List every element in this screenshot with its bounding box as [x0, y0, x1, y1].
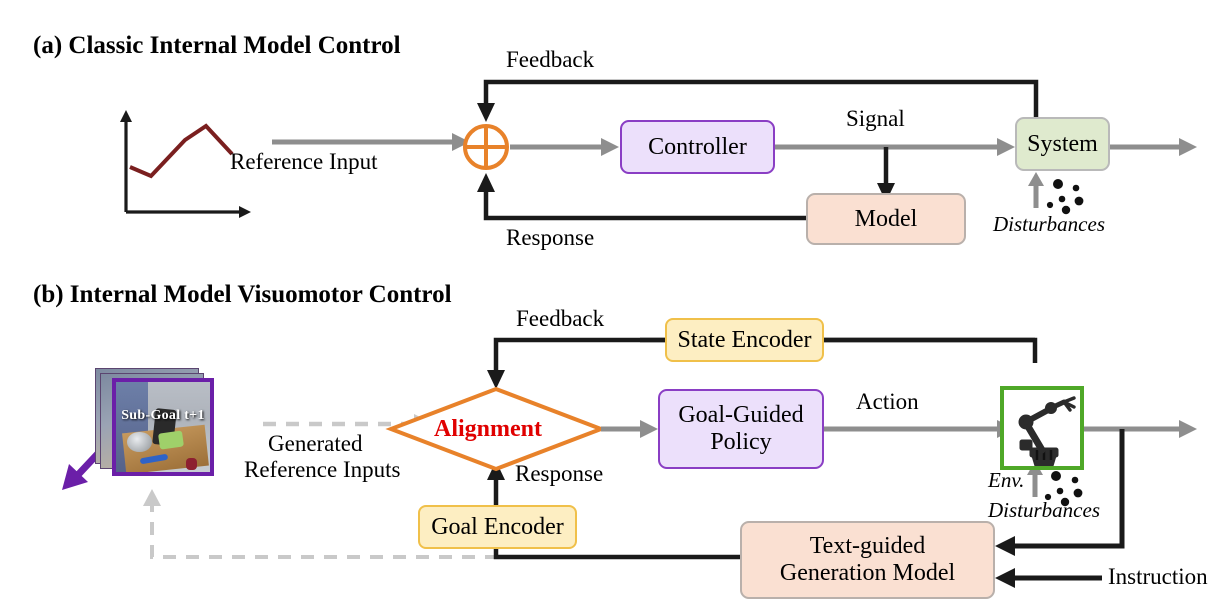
subgoal-caption: Sub-Goal t+1 — [121, 408, 205, 423]
label-action: Action — [856, 389, 919, 414]
label-generated-reference-line1: Generated — [268, 431, 363, 456]
arrow-response-a — [477, 173, 806, 221]
label-generated-reference-line2: Reference Inputs — [244, 457, 401, 482]
arrow-instruction — [995, 568, 1102, 588]
label-disturbances-b: Disturbances — [988, 498, 1100, 522]
robot-arm-icon — [1018, 396, 1076, 466]
subgoal-image-stack[interactable]: Sub-Goal t+1 — [95, 368, 230, 480]
label-signal: Signal — [846, 106, 905, 131]
policy-line2: Policy — [710, 429, 772, 455]
block-goal-encoder[interactable]: Goal Encoder — [418, 505, 577, 549]
label-feedback-a: Feedback — [506, 47, 595, 72]
block-alignment-label[interactable]: Alignment — [434, 416, 542, 442]
arrow-sum-to-controller — [510, 138, 619, 156]
arrow-feedback-a — [477, 79, 1039, 122]
robot-arm-box[interactable] — [1000, 386, 1084, 470]
arrow-action — [824, 420, 1015, 438]
arrow-controller-to-system — [775, 138, 1015, 156]
arrow-robot-output — [1083, 420, 1197, 438]
panel-b-title: (b) Internal Model Visuomotor Control — [33, 281, 452, 308]
generation-line1: Text-guided — [809, 533, 926, 560]
panel-a-title: (a) Classic Internal Model Control — [33, 32, 401, 59]
sum-junction-icon — [463, 124, 509, 170]
block-goal-guided-policy[interactable]: Goal-Guided Policy — [658, 389, 824, 469]
chart-series-line — [129, 123, 234, 179]
label-instruction: Instruction — [1108, 564, 1208, 589]
block-model[interactable]: Model — [806, 193, 966, 245]
disturbance-dots-icon — [1046, 179, 1084, 215]
label-response-a: Response — [506, 225, 595, 250]
arrow-disturbances-a — [1028, 172, 1044, 208]
label-env: Env. — [988, 468, 1025, 492]
label-response-b: Response — [515, 461, 604, 486]
generation-line2: Generation Model — [779, 560, 956, 586]
label-feedback-b: Feedback — [516, 306, 605, 331]
arrow-system-output — [1110, 138, 1197, 156]
subgoal-frame-main[interactable]: Sub-Goal t+1 — [112, 378, 214, 476]
block-system[interactable]: System — [1015, 117, 1110, 171]
label-disturbances-a: Disturbances — [993, 212, 1105, 236]
policy-line1: Goal-Guided — [678, 402, 804, 429]
block-state-encoder[interactable]: State Encoder — [665, 318, 824, 362]
arrow-alignment-to-policy — [601, 420, 658, 438]
block-text-guided-generation[interactable]: Text-guided Generation Model — [740, 521, 995, 599]
block-controller[interactable]: Controller — [620, 120, 775, 174]
label-reference-input: Reference Input — [230, 149, 378, 174]
arrow-response-b — [487, 461, 505, 505]
